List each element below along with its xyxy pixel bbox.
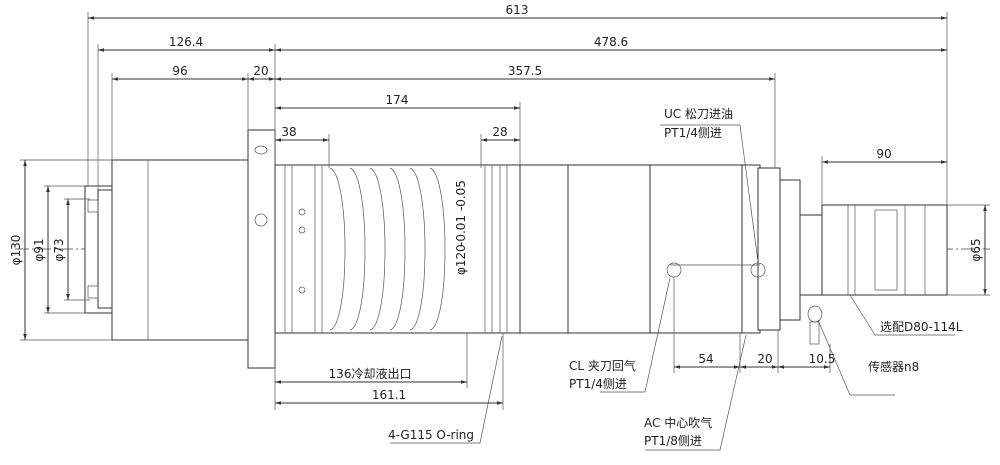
coolant-grooves xyxy=(284,165,508,333)
leader-lines xyxy=(390,124,955,451)
callout-ac-title: AC 中心吹气 xyxy=(644,415,712,430)
callout-cl-title: CL 夹刀回气 xyxy=(569,358,636,373)
dim-flange-front: 126.4 xyxy=(169,35,203,49)
dim-nose: 96 xyxy=(172,64,187,78)
callout-sensor: 传感器n8 xyxy=(868,359,919,374)
callout-ac-spec: PT1/8侧进 xyxy=(644,434,702,448)
dim-flange-rear: 478.6 xyxy=(594,35,628,49)
dim-overall: 613 xyxy=(506,3,529,17)
dim-housing: 357.5 xyxy=(508,64,542,78)
dim-sleeve: 174 xyxy=(386,93,409,107)
dim-dia-120-tolerance: -0.01 -0.05 xyxy=(454,180,468,246)
dim-dia-73: φ73 xyxy=(52,238,66,261)
callout-uc-title: UC 松刀进油 xyxy=(664,107,733,121)
callout-option: 选配D80-114L xyxy=(880,320,963,334)
dim-port-20: 20 xyxy=(757,352,772,366)
dim-flange-thickness: 20 xyxy=(253,64,268,78)
dim-front-groove: 38 xyxy=(281,125,296,139)
callout-uc-spec: PT1/4侧进 xyxy=(664,126,722,140)
dim-sleeve-total: 161.1 xyxy=(372,388,406,402)
dim-port-54: 54 xyxy=(698,352,713,366)
dim-dia-91: φ91 xyxy=(32,238,46,261)
dim-dia-65: φ65 xyxy=(969,238,983,261)
spindle-body xyxy=(84,129,823,369)
dimension-lines xyxy=(23,16,987,405)
dim-encoder: 90 xyxy=(876,147,891,161)
dim-dia-130: φ130 xyxy=(9,235,23,266)
callout-oring: 4-G115 O-ring xyxy=(388,428,474,442)
dim-coolant: 136冷却液出口 xyxy=(329,366,412,381)
dim-dia-120: φ120 xyxy=(454,244,468,275)
callout-cl-spec: PT1/4侧进 xyxy=(569,377,627,391)
dim-rear-groove: 28 xyxy=(492,125,507,139)
dim-port-10-5: 10.5 xyxy=(809,352,836,366)
encoder xyxy=(821,204,948,296)
